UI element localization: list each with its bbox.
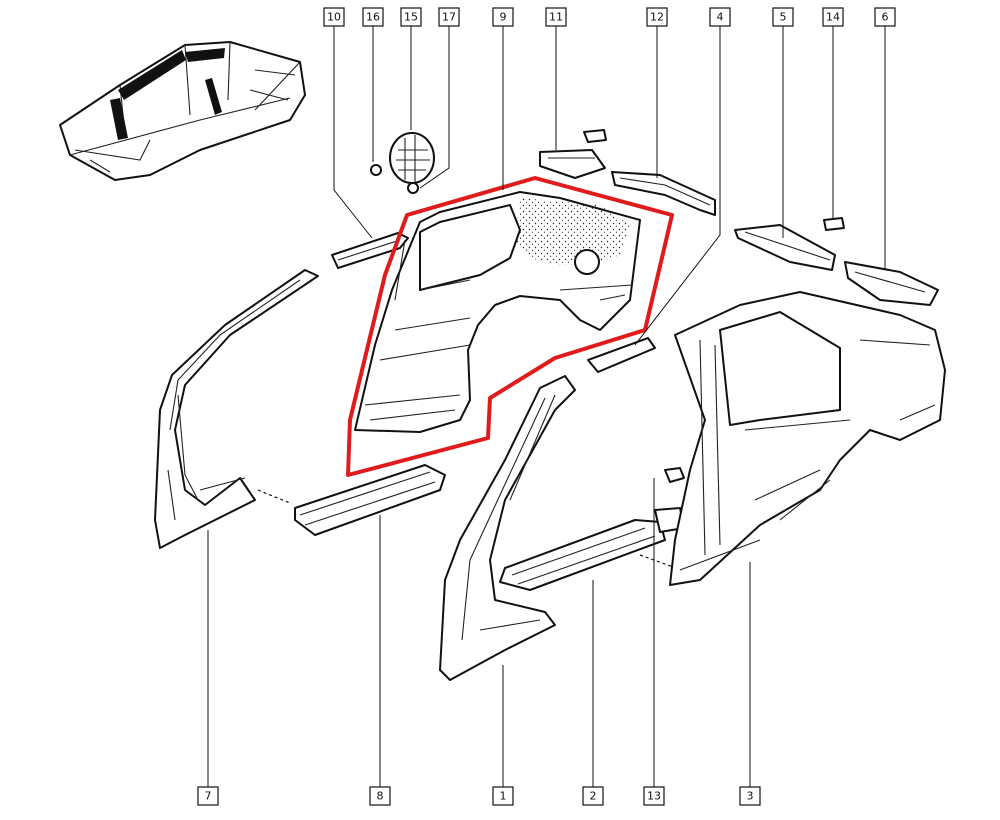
part-1-centre-pillar-sill: [439, 375, 576, 681]
part-9-rear-quarter-inner: [354, 191, 641, 433]
callout-label-2: 2: [590, 790, 597, 803]
part-14-clip: [823, 217, 845, 231]
callout-label-4: 4: [717, 11, 724, 24]
callout-label-8: 8: [377, 790, 384, 803]
callout-15: 15: [400, 7, 422, 27]
callout-label-14: 14: [826, 11, 840, 24]
part-5-rear-panel-bracket: [734, 224, 836, 271]
callout-label-9: 9: [500, 11, 507, 24]
assembly-arrow-7-8: [257, 489, 291, 504]
callout-label-1: 1: [500, 790, 507, 803]
part-13-plug: [664, 467, 685, 483]
highlight-outline-part-9: [346, 176, 674, 477]
callout-label-6: 6: [882, 11, 889, 24]
callout-10: 10: [323, 7, 345, 27]
part-12-upper-rail: [611, 171, 716, 216]
callout-label-17: 17: [442, 11, 456, 24]
callout-label-5: 5: [780, 11, 787, 24]
callout-1: 1: [492, 786, 514, 806]
callout-7: 7: [197, 786, 219, 806]
callout-label-15: 15: [404, 11, 418, 24]
part-8-sill-panel: [294, 464, 446, 536]
part-2-inner-sill: [499, 507, 685, 591]
part-7-front-pillar: [154, 269, 319, 549]
callout-6: 6: [874, 7, 896, 27]
part-6-end-bracket: [844, 261, 939, 306]
callout-5: 5: [772, 7, 794, 27]
fuel-flap-assembly: [370, 132, 435, 194]
callout-17: 17: [438, 7, 460, 27]
callout-9: 9: [492, 7, 514, 27]
callout-label-10: 10: [327, 11, 341, 24]
vehicle-overview-thumbnail: [59, 41, 306, 181]
callout-16: 16: [362, 7, 384, 27]
part-11-reinforcement: [539, 129, 607, 179]
callout-label-12: 12: [650, 11, 664, 24]
part-4-sill-closure: [587, 337, 656, 373]
callout-4: 4: [709, 7, 731, 27]
callout-14: 14: [822, 7, 844, 27]
callout-13: 13: [643, 786, 665, 806]
callout-label-7: 7: [205, 790, 212, 803]
part-3-outer-body-side: [669, 291, 946, 586]
leader-lines: [207, 26, 886, 787]
callout-2: 2: [582, 786, 604, 806]
callout-12: 12: [646, 7, 668, 27]
callout-label-3: 3: [747, 790, 754, 803]
callout-8: 8: [369, 786, 391, 806]
callout-label-13: 13: [647, 790, 661, 803]
callout-11: 11: [545, 7, 567, 27]
assembly-arrow-2-3: [639, 554, 677, 569]
callout-label-11: 11: [549, 11, 563, 24]
callout-3: 3: [739, 786, 761, 806]
callout-label-16: 16: [366, 11, 380, 24]
